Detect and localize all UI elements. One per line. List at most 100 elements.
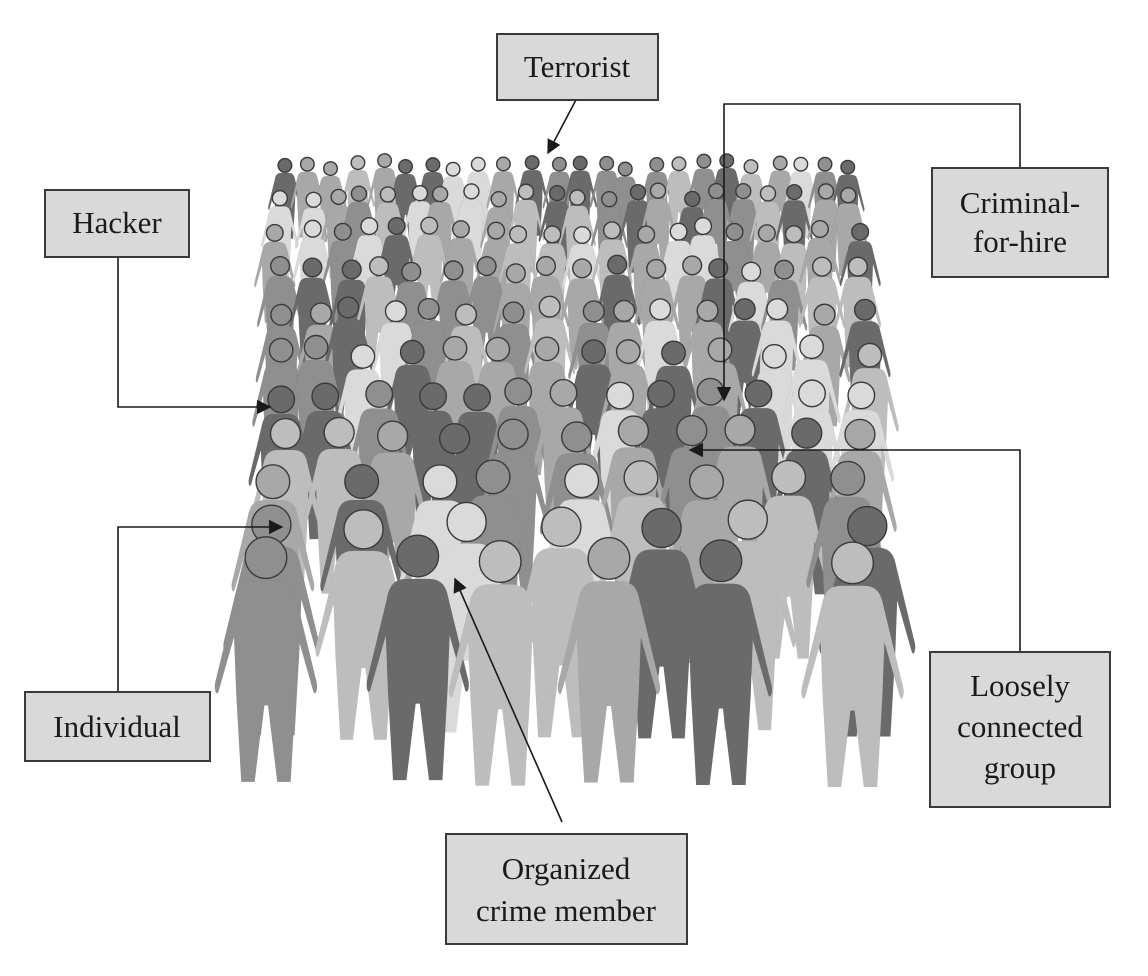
- person-head: [606, 381, 635, 410]
- person-body: [367, 579, 469, 780]
- person-head: [425, 157, 441, 173]
- person-head: [682, 255, 703, 276]
- person-head: [268, 337, 294, 363]
- hacker-label-box: Hacker: [44, 189, 190, 258]
- person-figure: [215, 536, 317, 782]
- person-head: [774, 259, 795, 280]
- person-head: [417, 297, 440, 320]
- person-head: [549, 184, 566, 202]
- person-head: [582, 300, 605, 323]
- person-head: [696, 299, 719, 322]
- person-head: [708, 258, 729, 279]
- person-head: [350, 155, 366, 171]
- person-head: [569, 189, 586, 206]
- person-head: [798, 379, 826, 408]
- person-head: [323, 161, 339, 177]
- person-head: [478, 539, 522, 584]
- individual-label: Individual: [53, 709, 180, 744]
- person-head: [387, 216, 406, 236]
- person-head: [270, 255, 291, 277]
- person-head: [708, 182, 725, 200]
- person-head: [470, 156, 486, 172]
- person-body: [670, 584, 772, 785]
- person-head: [323, 416, 355, 449]
- person-head: [847, 381, 876, 410]
- person-head: [649, 157, 665, 173]
- person-head: [772, 155, 788, 171]
- person-head: [305, 191, 322, 208]
- person-head: [487, 221, 506, 240]
- person-head: [607, 254, 628, 275]
- organized-crime-arrow: [453, 577, 563, 823]
- person-head: [694, 217, 713, 236]
- person-head: [303, 334, 329, 360]
- person-head: [671, 156, 687, 172]
- person-head: [350, 185, 368, 202]
- person-head: [587, 536, 631, 580]
- person-head: [649, 298, 672, 321]
- person-head: [443, 260, 464, 281]
- criminal-for-hire-label-box: Criminal- for-hire: [931, 167, 1109, 278]
- person-head: [534, 336, 560, 362]
- person-head: [399, 339, 425, 365]
- criminal-for-hire-arrow: [716, 103, 1021, 402]
- person-head: [438, 422, 471, 455]
- person-head: [538, 295, 561, 318]
- person-head: [267, 385, 296, 414]
- person-head: [463, 383, 492, 412]
- person-head: [509, 225, 528, 244]
- person-head: [476, 256, 497, 277]
- loosely-connected-group-label-line3: group: [984, 750, 1056, 785]
- person-head: [799, 334, 825, 360]
- person-head: [505, 263, 526, 284]
- person-head: [840, 159, 856, 175]
- person-head: [333, 222, 352, 241]
- person-head: [368, 256, 390, 277]
- person-figure: [801, 541, 903, 787]
- person-head: [384, 300, 407, 323]
- person-body: [801, 586, 903, 787]
- person-head: [707, 337, 733, 363]
- person-head: [599, 155, 615, 171]
- person-head: [337, 296, 360, 319]
- person-head: [398, 159, 414, 175]
- person-head: [725, 222, 744, 241]
- person-head: [495, 156, 511, 172]
- loosely-connected-group-label-line2: connected: [957, 709, 1083, 744]
- person-head: [743, 159, 759, 175]
- person-head: [830, 541, 875, 585]
- person-head: [696, 153, 712, 169]
- person-head: [853, 298, 877, 321]
- person-head: [784, 225, 803, 244]
- person-head: [303, 219, 322, 238]
- person-head: [661, 340, 686, 366]
- person-head: [810, 219, 830, 239]
- person-head: [847, 256, 868, 277]
- person-head: [572, 155, 588, 171]
- person-head: [265, 223, 284, 242]
- person-head: [541, 506, 582, 548]
- connector-lines: [117, 95, 1021, 823]
- hacker-arrow: [117, 257, 272, 415]
- person-head: [502, 301, 525, 324]
- person-head: [475, 459, 511, 495]
- hacker-label: Hacker: [72, 205, 162, 240]
- person-head: [696, 377, 725, 406]
- person-head: [517, 183, 535, 200]
- person-head: [401, 261, 422, 282]
- person-head: [857, 342, 883, 368]
- person-head: [684, 190, 701, 208]
- person-head: [757, 224, 776, 243]
- person-head: [844, 418, 876, 451]
- person-head: [847, 505, 888, 547]
- person-head: [485, 336, 511, 362]
- person-head: [269, 417, 302, 450]
- person-head: [463, 183, 480, 200]
- person-head: [379, 186, 397, 203]
- person-head: [699, 539, 743, 583]
- criminal-for-hire-label-line1: Criminal-: [960, 185, 1081, 220]
- person-head: [454, 303, 478, 326]
- person-figure: [367, 534, 469, 780]
